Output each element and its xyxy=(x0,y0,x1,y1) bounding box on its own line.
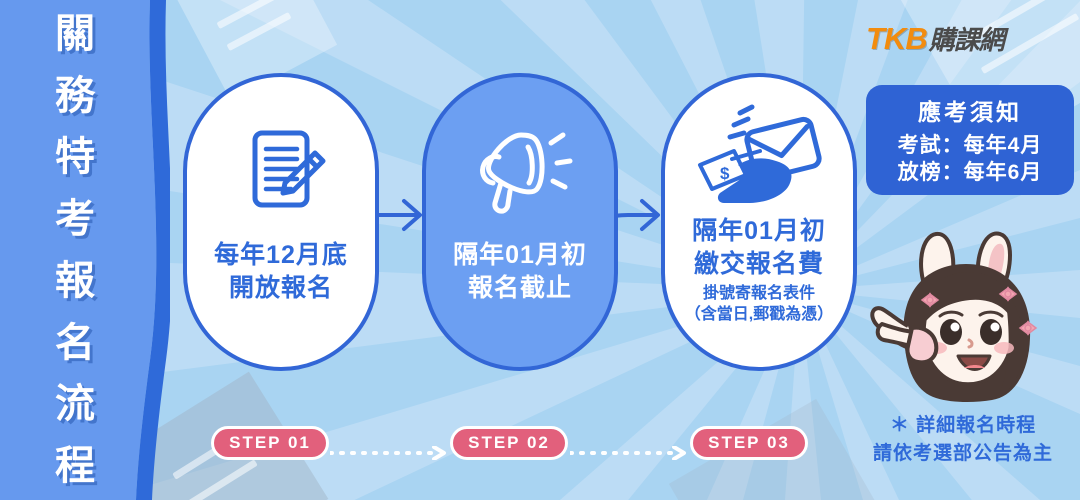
step-line: 隔年01月初 xyxy=(453,241,587,269)
title-char: 流 xyxy=(55,382,95,427)
step-card-2-text: 隔年01月初 報名截止 xyxy=(453,239,587,305)
step-line: 隔年01月初 xyxy=(692,217,826,245)
logo-mark: TKB xyxy=(866,21,928,56)
bunny-girl-mascot xyxy=(870,231,1038,403)
step-badge-1[interactable]: STEP 01 xyxy=(211,426,329,460)
megaphone-icon xyxy=(465,111,575,231)
tkb-logo[interactable]: TKB 購課網 xyxy=(866,20,1005,57)
step-subline: （含當日,郵戳為憑） xyxy=(684,306,834,324)
svg-text:$: $ xyxy=(720,164,730,183)
dotted-connector-2 xyxy=(570,446,686,460)
title-char: 特 xyxy=(55,135,95,180)
title-char: 關 xyxy=(55,12,95,56)
title-char: 考 xyxy=(55,197,95,242)
document-pen-icon xyxy=(229,111,333,231)
title-char: 名 xyxy=(55,320,95,365)
step-card-3-text: 隔年01月初 繳交報名費 掛號寄報名表件 （含當日,郵戳為憑） xyxy=(685,215,833,325)
step-line: 每年12月底 xyxy=(214,241,348,269)
step-card-1-text: 每年12月底 開放報名 xyxy=(214,239,348,305)
dotted-connector-1 xyxy=(330,446,446,460)
exam-notice-box: 應考須知 考試：每年4月 放榜：每年6月 xyxy=(866,85,1074,195)
footnote-line-2: 請依考選部公告為主 xyxy=(872,442,1053,464)
step-badge-2[interactable]: STEP 02 xyxy=(450,426,568,460)
step-line: 報名截止 xyxy=(467,274,572,302)
footnote: ＊ 詳細報名時程 請依考選部公告為主 xyxy=(846,412,1080,467)
page-title: 關 務 特 考 報 名 流 程 xyxy=(0,14,150,486)
logo-name: 購課網 xyxy=(928,25,1005,55)
step-line: 繳交報名費 xyxy=(693,250,824,278)
footnote-line-1: ＊ 詳細報名時程 xyxy=(889,415,1037,436)
title-char: 務 xyxy=(55,73,95,118)
envelope-money-icon: $ xyxy=(694,103,824,213)
exam-notice-title: 應考須知 xyxy=(918,99,1022,126)
exam-notice-row: 考試：每年4月 xyxy=(897,134,1043,158)
step-card-1[interactable]: 每年12月底 開放報名 xyxy=(183,73,379,371)
step-card-2[interactable]: 隔年01月初 報名截止 xyxy=(422,73,618,371)
exam-notice-row: 放榜：每年6月 xyxy=(897,161,1043,184)
step-card-3[interactable]: $ 隔年01月初 繳交報名費 掛號寄報名表件 （含當日,郵戳為憑） xyxy=(661,73,857,371)
step-line: 開放報名 xyxy=(228,274,333,302)
left-title-band xyxy=(0,0,170,500)
title-char: 程 xyxy=(55,443,95,488)
title-char: 報 xyxy=(55,258,95,303)
step-badge-3[interactable]: STEP 03 xyxy=(690,426,808,460)
step-subline: 掛號寄報名表件 xyxy=(702,285,815,302)
